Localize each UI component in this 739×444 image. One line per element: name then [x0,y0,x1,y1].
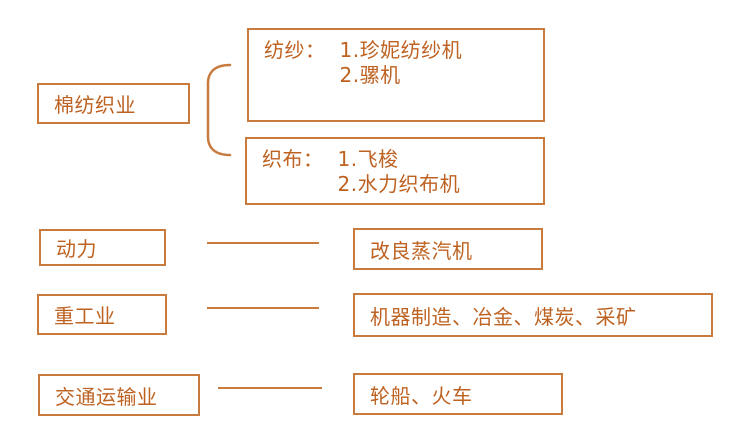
ship-train-box: 轮船、火车 [353,373,563,415]
power-label: 动力 [56,237,97,261]
cotton-industry-label: 棉纺织业 [54,93,136,117]
weaving-item: 1.飞梭 [337,147,399,171]
heavy-industry-box: 重工业 [37,294,167,335]
weaving-heading: 织布： [262,147,324,171]
spinning-item: 1.珍妮纺纱机 [339,38,463,62]
steam-engine-label: 改良蒸汽机 [370,238,473,263]
cotton-industry-box: 棉纺织业 [37,83,190,124]
steam-engine-box: 改良蒸汽机 [353,228,543,270]
heavy-industry-connector-line [207,307,319,309]
power-box: 动力 [39,229,166,266]
weaving-item: 2.水力织布机 [337,172,461,196]
transportation-label: 交通运输业 [55,384,158,409]
spinning-items: 1.珍妮纺纱机 2.骡机 [340,38,463,88]
machine-manufacturing-box: 机器制造、冶金、煤炭、采矿 [353,293,713,337]
spinning-heading: 纺纱： [264,38,326,62]
spinning-item: 2.骡机 [339,63,401,87]
brace-connector-icon [206,63,232,157]
weaving-box: 织布： 1.飞梭 2.水力织布机 [245,137,545,205]
transportation-connector-line [218,387,322,389]
spinning-box: 纺纱： 1.珍妮纺纱机 2.骡机 [247,28,545,122]
heavy-industry-label: 重工业 [54,304,116,328]
machine-manufacturing-label: 机器制造、冶金、煤炭、采矿 [370,304,637,329]
weaving-items: 1.飞梭 2.水力织布机 [338,147,461,197]
ship-train-label: 轮船、火车 [370,383,473,408]
transportation-box: 交通运输业 [38,374,200,416]
power-connector-line [207,242,319,244]
